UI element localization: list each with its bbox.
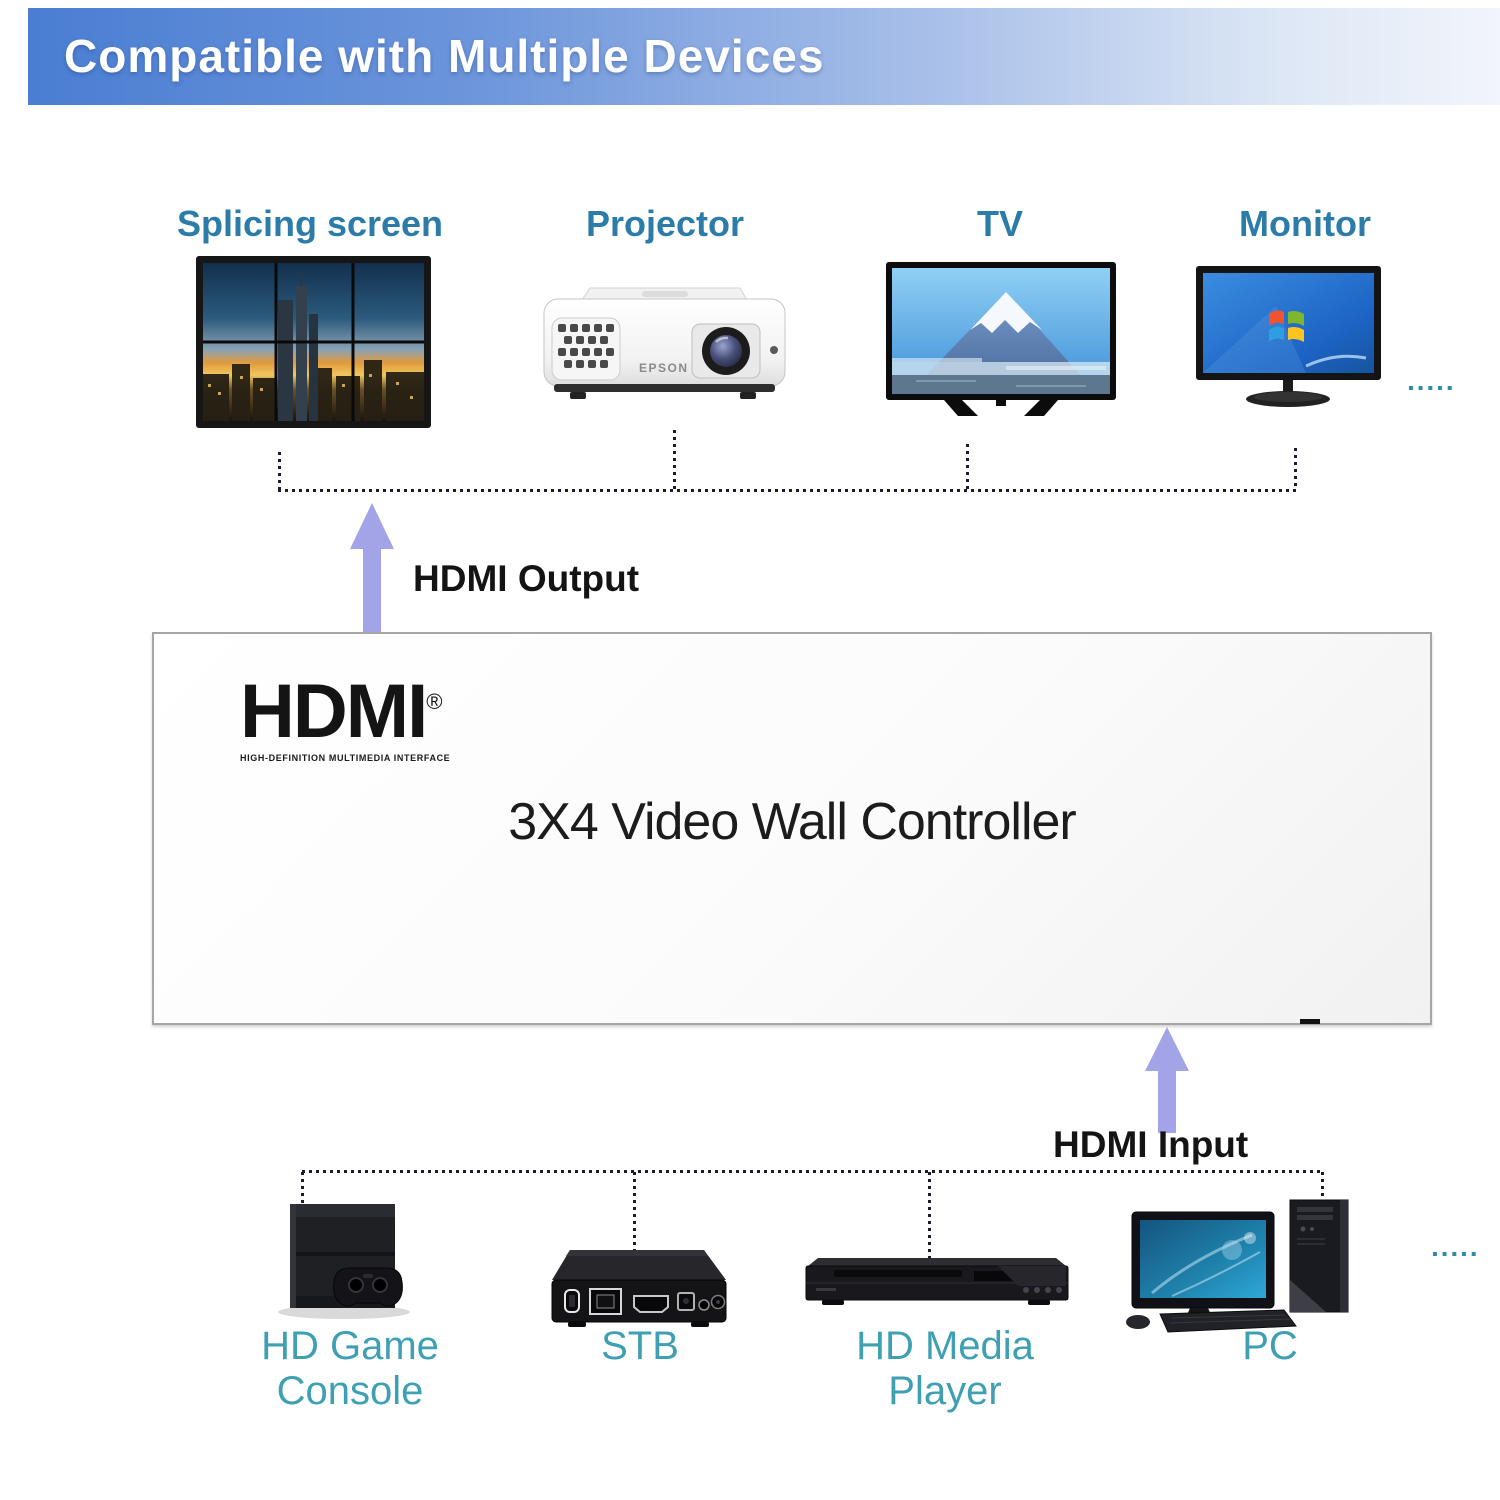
hdmi-input-arrow <box>1145 1027 1189 1133</box>
projector-image: EPSON <box>542 284 787 411</box>
registered-mark: ® <box>426 689 442 714</box>
controller-title: 3X4 Video Wall Controller <box>508 793 1077 851</box>
pc-image <box>1122 1198 1372 1343</box>
hdmi-logo-subtitle: HIGH-DEFINITION MULTIMEDIA INTERFACE <box>240 753 451 763</box>
hdmi-logo: HDMI® HIGH-DEFINITION MULTIMEDIA INTERFA… <box>240 674 500 764</box>
label-pc: PC <box>1242 1324 1298 1368</box>
hd-game-console-image <box>262 1202 427 1329</box>
hdmi-output-arrow <box>350 503 394 633</box>
page-title: Compatible with Multiple Devices <box>64 30 825 82</box>
box-port-mark <box>1300 1019 1320 1024</box>
connector-projector-stub <box>673 430 676 490</box>
label-tv: TV <box>976 203 1023 244</box>
hd-media-player-image <box>802 1256 1072 1315</box>
video-wall-controller: HDMI® HIGH-DEFINITION MULTIMEDIA INTERFA… <box>152 632 1432 1025</box>
projector-brand-text: EPSON <box>639 361 689 375</box>
label-monitor: Monitor <box>1239 203 1371 244</box>
label-projector: Projector <box>585 203 745 244</box>
more-output-devices-dots: ▪▪▪▪▪ <box>1408 380 1457 397</box>
label-splicing-screen: Splicing screen <box>176 203 444 244</box>
connector-splicing-stub <box>278 452 281 490</box>
stb-image <box>546 1244 731 1333</box>
connector-player-stub <box>928 1172 931 1258</box>
connector-pc-stub <box>1321 1172 1324 1206</box>
connector-output-bus <box>278 489 1297 492</box>
splicing-screen-image <box>196 256 431 433</box>
hdmi-logo-text: HDMI <box>240 669 428 754</box>
connector-stb-stub <box>633 1172 636 1250</box>
label-stb: STB <box>601 1324 679 1368</box>
connector-monitor-stub <box>1294 448 1297 490</box>
monitor-image <box>1196 266 1381 413</box>
hdmi-input-label: HDMI Input <box>1053 1124 1249 1165</box>
header-banner: Compatible with Multiple Devices <box>28 8 1500 105</box>
connector-input-bus <box>302 1170 1324 1173</box>
connector-tv-stub <box>966 444 969 490</box>
label-hd-game-console: HD Game Console <box>261 1324 439 1413</box>
hdmi-output-label: HDMI Output <box>413 558 640 599</box>
label-hd-media-player: HD Media Player <box>856 1324 1034 1413</box>
more-input-devices-dots: ▪▪▪▪▪ <box>1432 1246 1481 1263</box>
tv-image <box>886 262 1116 425</box>
connector-console-stub <box>301 1172 304 1206</box>
